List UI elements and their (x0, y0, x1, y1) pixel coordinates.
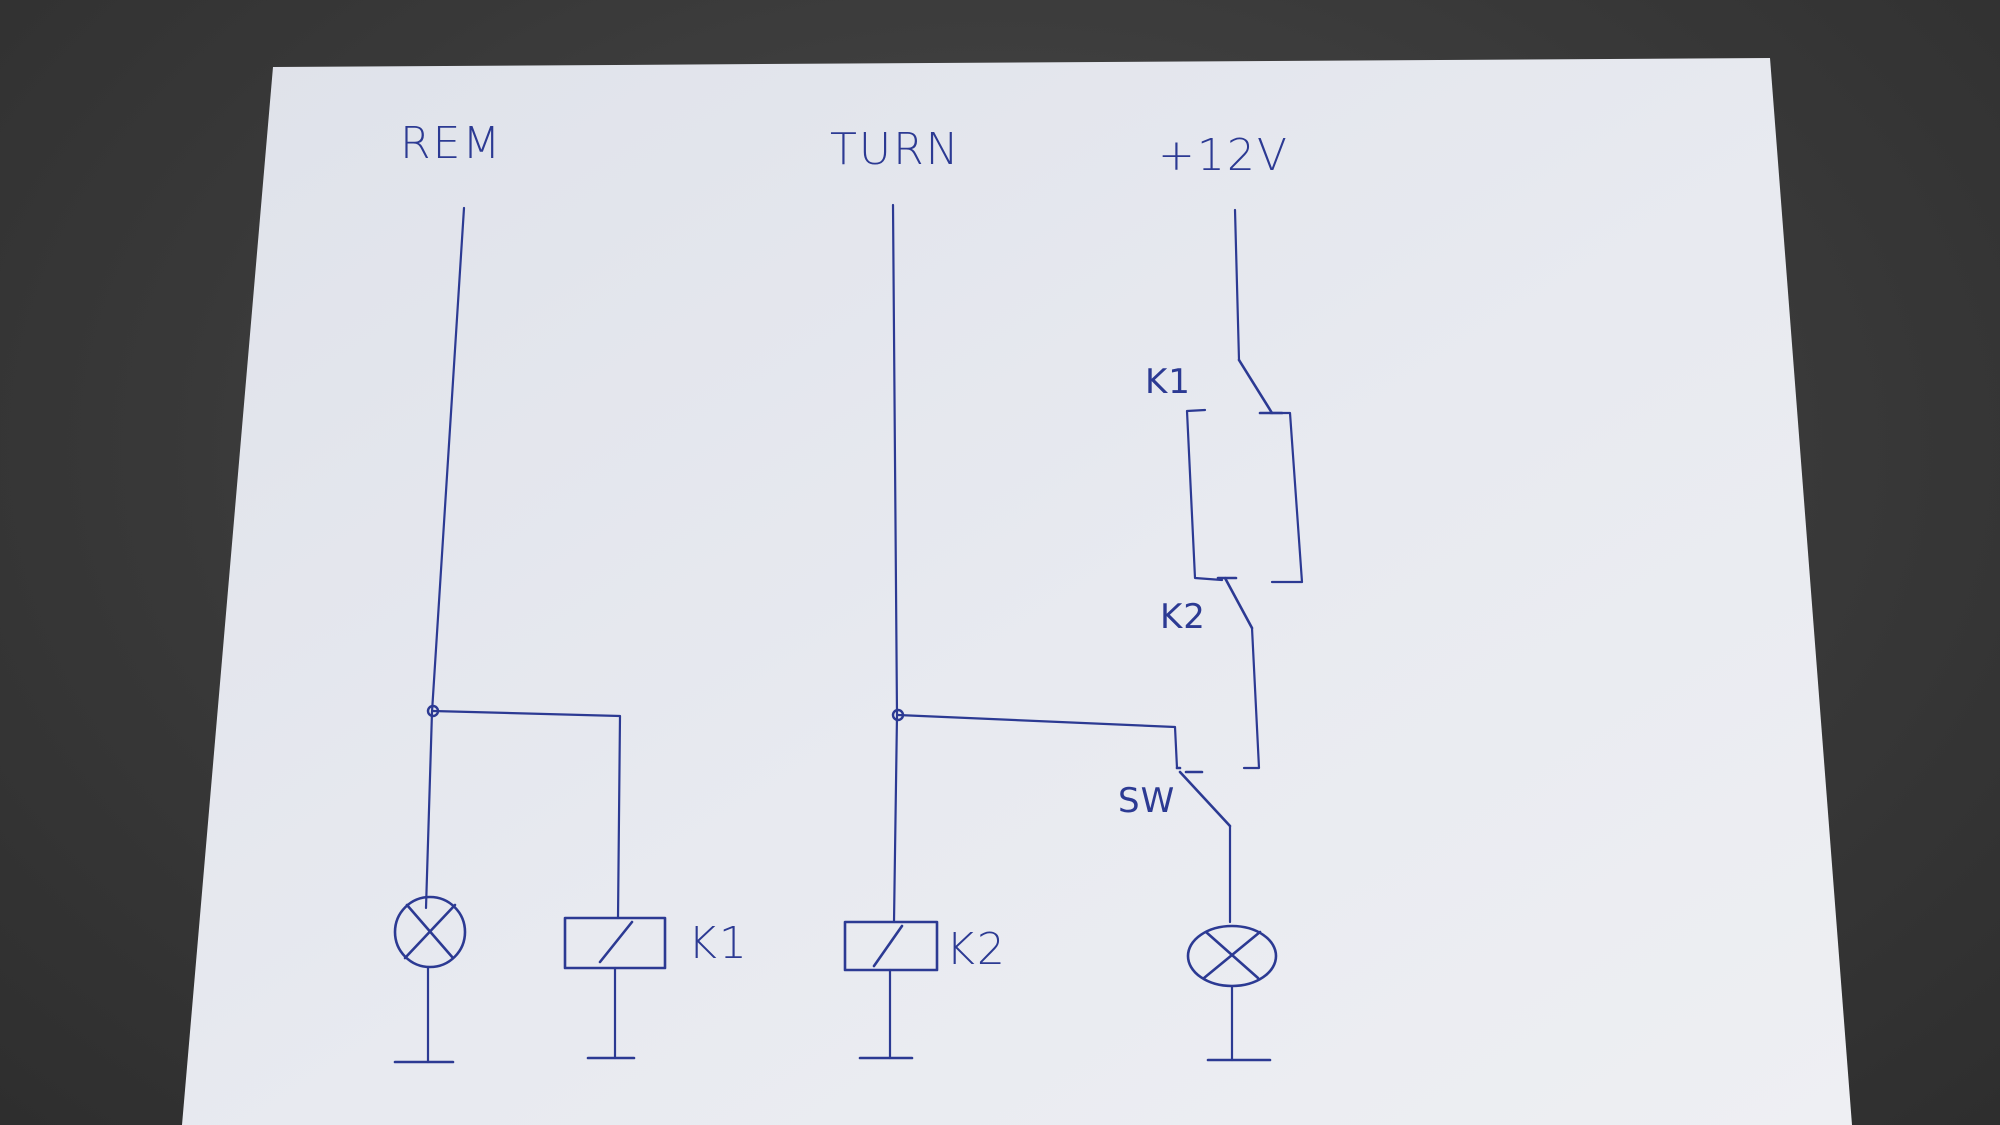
turn-circuit: K2 (843, 203, 1179, 1060)
supply-vertical-wire (1233, 208, 1241, 362)
paper-sheet (182, 58, 1852, 1125)
turn-branch-wire (896, 713, 1179, 770)
rail-label-supply: +12V (1158, 130, 1289, 181)
k1-coil-label: K1 (688, 918, 749, 969)
k2-contact-label: K2 (1160, 597, 1206, 637)
rem-branch-wire (431, 709, 622, 920)
k1-bypass-wire (1268, 411, 1304, 584)
switch-label: SW (1118, 781, 1175, 821)
rem-circuit: K1 (393, 206, 749, 1064)
rail-label-rem: REM (400, 118, 502, 169)
k1-contact-label: K1 (1145, 362, 1191, 402)
k2-contact-icon (1216, 576, 1254, 630)
rail-label-turn: TURN (830, 124, 961, 175)
supply-circuit: K1 K2 SW (1118, 208, 1304, 1062)
rem-vertical-wire (424, 206, 466, 910)
rem-lamp-icon (393, 895, 467, 969)
k1-left-wire (1185, 408, 1224, 582)
k2-down-wire (1242, 626, 1261, 770)
k2-coil-label: K2 (946, 924, 1007, 975)
switch-contact-icon (1175, 766, 1232, 828)
